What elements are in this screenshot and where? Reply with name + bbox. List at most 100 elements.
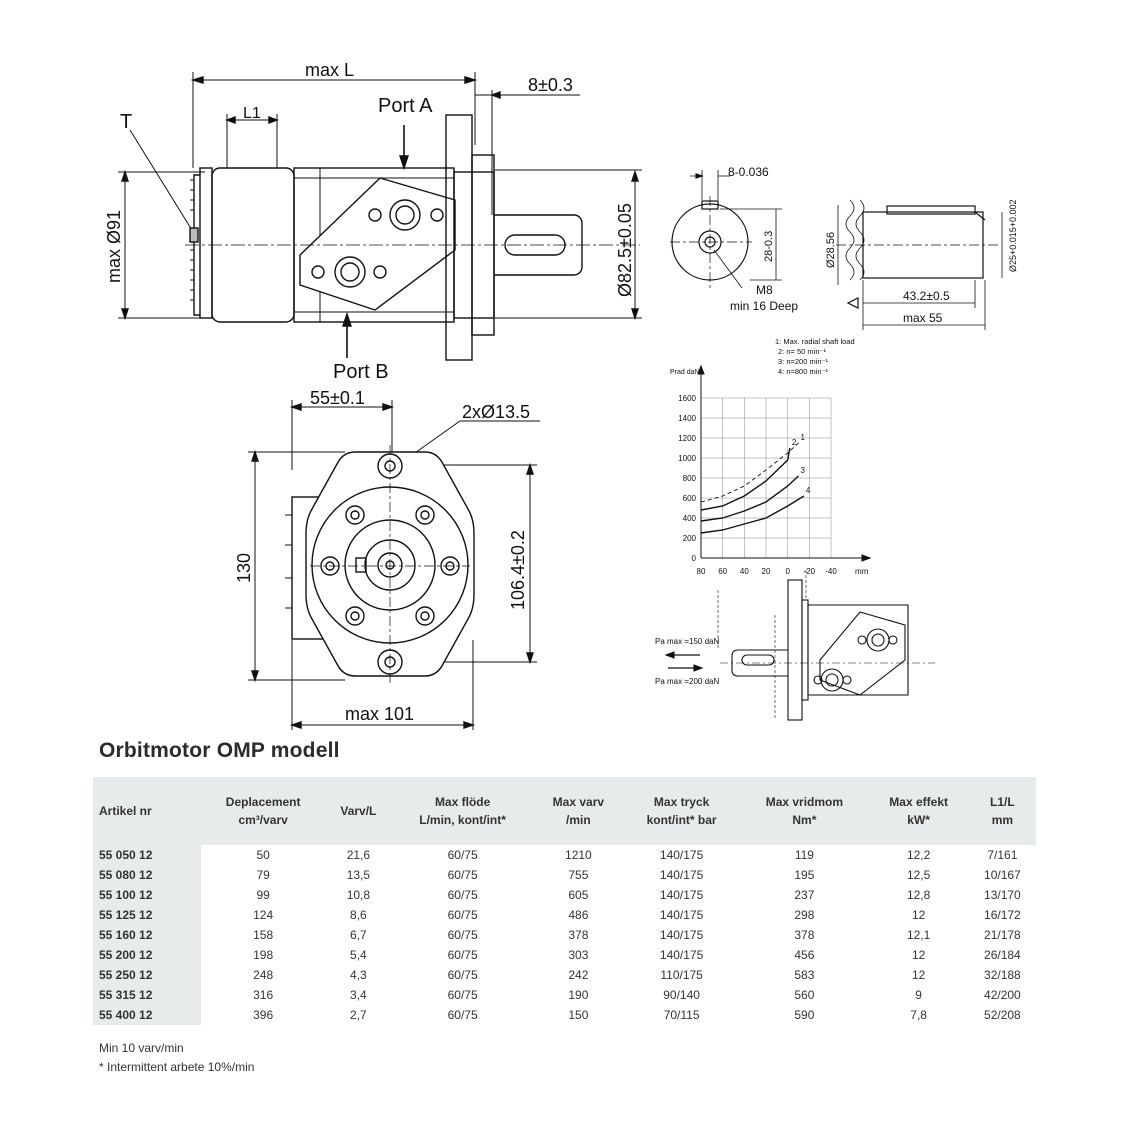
axial-load-bottom: Pa max =200 daN — [655, 677, 719, 686]
table-cell: 60/75 — [447, 908, 478, 922]
table-cell: 21,6 — [346, 848, 371, 862]
table-cell: 26/184 — [984, 948, 1021, 962]
article-number-cell: 55 250 12 — [93, 965, 201, 985]
chart-series-line-4 — [700, 495, 805, 534]
article-number-cell: 55 125 12 — [93, 905, 201, 925]
chart-x-tick: -20 — [804, 567, 816, 576]
table-cell: 60/75 — [447, 928, 478, 942]
col-header: Varv/L — [325, 777, 392, 845]
article-number-cell: 55 050 12 — [93, 845, 201, 865]
article-number-cell: 55 100 12 — [93, 885, 201, 905]
shaft-length-outer-label: max 55 — [903, 311, 943, 325]
max-dia-label: max Ø91 — [104, 210, 124, 283]
chart-legend-4: 4: n=800 min⁻¹ — [778, 367, 829, 376]
table-cell: 140/175 — [659, 848, 704, 862]
axial-load-top: Pa max =150 daN — [655, 637, 719, 646]
table-cell: 298 — [794, 908, 815, 922]
table-cell: 60/75 — [447, 888, 478, 902]
table-cell: 60/75 — [447, 848, 478, 862]
table-cell: 378 — [568, 928, 589, 942]
port-a-label: Port A — [378, 95, 433, 117]
table-cell: 50 — [256, 848, 270, 862]
table-cell: 52/208 — [984, 1008, 1021, 1022]
chart-legend-2: 2: n= 50 min⁻¹ — [778, 347, 826, 356]
table-cell: 583 — [794, 968, 815, 982]
table-cell: 248 — [253, 968, 274, 982]
chart-x-tick: 0 — [785, 567, 790, 576]
table-cell: 32/188 — [984, 968, 1021, 982]
table-cell: 140/175 — [659, 888, 704, 902]
table-cell: 198 — [253, 948, 274, 962]
shaft-side-view-drawing: Ø28.56 Ø25+0.015+0.002 43.2±0.5 max 55 — [825, 199, 1018, 330]
article-number-cell: 55 080 12 — [93, 865, 201, 885]
shaft-end-view-drawing: 8-0.036 28-0.3 M8 min 16 Deep — [670, 165, 798, 313]
shaft-length-inner-label: 43.2±0.5 — [903, 289, 950, 303]
port-b-label: Port B — [333, 361, 389, 383]
table-cell: 242 — [568, 968, 589, 982]
table-cell: 12 — [911, 968, 926, 982]
width-label: max 101 — [345, 704, 414, 724]
chart-y-tick: 1600 — [678, 394, 696, 403]
article-number-cell: 55 400 12 — [93, 1005, 201, 1025]
shaft-dia-right-label: Ø25+0.015+0.002 — [1008, 199, 1018, 272]
chart-series-label: 1 — [801, 433, 806, 442]
table-cell: 158 — [253, 928, 274, 942]
chart-series-line-2 — [700, 447, 791, 511]
table-cell: 7,8 — [910, 1008, 927, 1022]
table-cell: 6,7 — [350, 928, 367, 942]
table-cell: 12,8 — [906, 888, 931, 902]
table-cell: 396 — [253, 1008, 274, 1022]
note-intermittent: * Intermittent arbete 10%/min — [99, 1060, 255, 1074]
table-cell: 190 — [568, 988, 589, 1002]
table-cell: 3,4 — [350, 988, 367, 1002]
note-min-rpm: Min 10 varv/min — [99, 1041, 184, 1055]
article-number-cell: 55 160 12 — [93, 925, 201, 945]
shaft-dia-left-label: Ø28.56 — [825, 232, 837, 268]
table-cell: 60/75 — [447, 1008, 478, 1022]
table-cell: 1210 — [565, 848, 592, 862]
table-cell: 60/75 — [447, 968, 478, 982]
table-cell: 12,5 — [906, 868, 931, 882]
table-cell: 590 — [794, 1008, 815, 1022]
table-cell: 16/172 — [984, 908, 1021, 922]
table-cell: 79 — [256, 868, 270, 882]
chart-x-tick: 40 — [740, 567, 749, 576]
front-offset-label: 55±0.1 — [310, 388, 365, 408]
chart-y-tick: 600 — [683, 494, 697, 503]
table-cell: 21/178 — [984, 928, 1021, 942]
table-cell: 140/175 — [659, 908, 704, 922]
table-cell: 10/167 — [984, 868, 1021, 882]
chart-x-tick: 80 — [697, 567, 706, 576]
table-cell: 12 — [911, 948, 926, 962]
chart-x-tick: 60 — [718, 567, 727, 576]
chart-y-tick: 1200 — [678, 434, 696, 443]
chart-legend-1: 1: Max. radial shaft load — [775, 337, 855, 346]
chart-legend-3: 3: n=200 min⁻¹ — [778, 357, 829, 366]
side-view-drawing: max L L1 T Port A Port B 8±0.3 max Ø91 Ø… — [104, 60, 642, 383]
table-cell: 119 — [794, 848, 814, 862]
table-cell: 124 — [253, 908, 274, 922]
chart-y-tick: 200 — [683, 534, 697, 543]
table-cell: 303 — [568, 948, 589, 962]
table-cell: 7/161 — [987, 848, 1018, 862]
chart-series-line-1 — [700, 442, 799, 503]
chart-y-tick: 0 — [692, 554, 697, 563]
col-header: Artikel nr — [93, 777, 201, 845]
chart-series-label: 3 — [801, 466, 806, 475]
table-cell: 150 — [568, 1008, 589, 1022]
table-cell: 42/200 — [984, 988, 1021, 1002]
table-cell: 316 — [253, 988, 274, 1002]
table-cell: 5,4 — [350, 948, 367, 962]
article-number-cell: 55 315 12 — [93, 985, 201, 1005]
chart-xlabel: mm — [855, 567, 869, 576]
table-cell: 90/140 — [663, 988, 700, 1002]
chart-series-label: 4 — [806, 486, 811, 495]
chart-y-tick: 800 — [683, 474, 697, 483]
